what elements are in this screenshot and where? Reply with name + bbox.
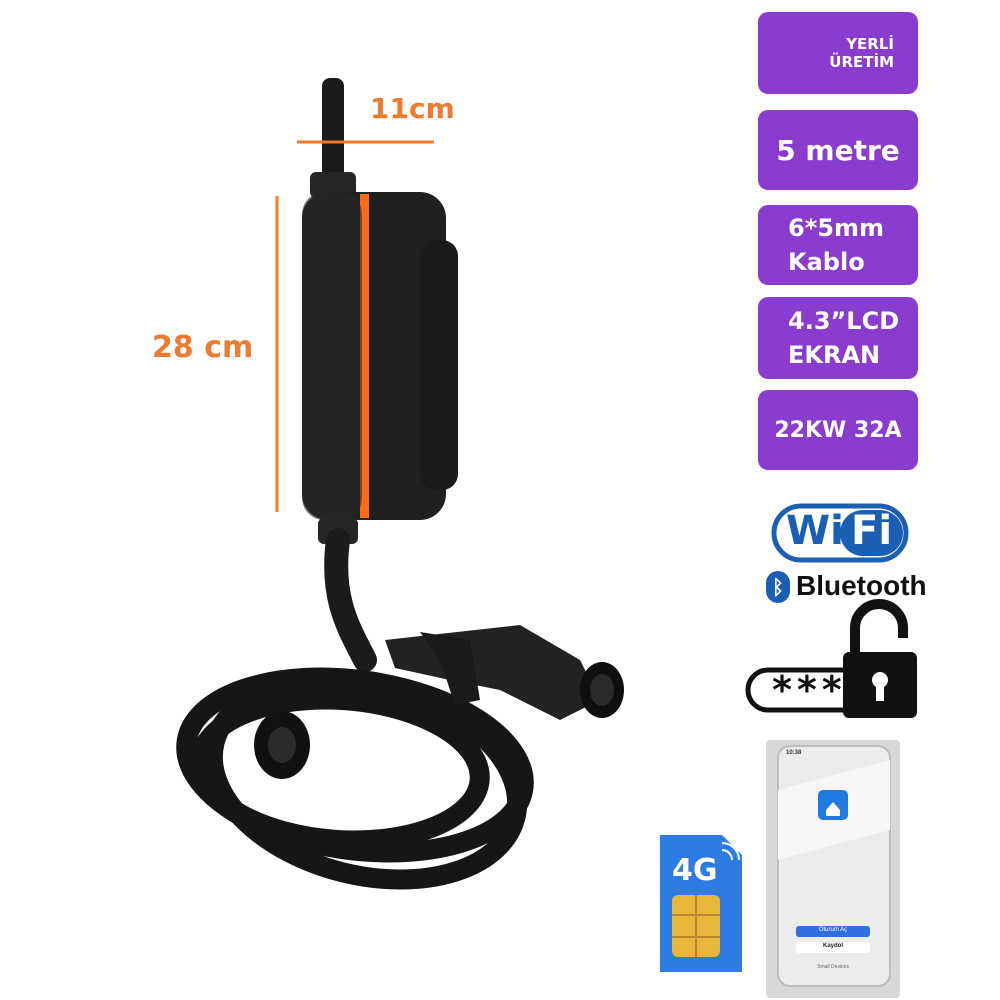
- register-button-bg: [796, 942, 870, 953]
- phone-status-time: 10:38: [786, 750, 802, 756]
- badge-lcd: 4.3”LCD EKRAN: [758, 297, 918, 379]
- badge-power-text: 22KW 32A: [774, 417, 902, 443]
- badge-cable-spec: 6*5mm Kablo: [758, 205, 918, 285]
- badge-lcd-line1: 4.3”LCD: [788, 307, 900, 335]
- charger-body: [302, 192, 458, 520]
- badge-yerli-line2: ÜRETİM: [829, 53, 894, 71]
- badge-power: 22KW 32A: [758, 390, 918, 470]
- phone-register-button[interactable]: Kaydol: [822, 943, 843, 949]
- sim-4g-label: 4G: [672, 853, 718, 888]
- password-mask: ***: [770, 668, 846, 712]
- wifi-text-right: Fi: [851, 508, 893, 554]
- badge-cable-length-text: 5 metre: [776, 133, 900, 167]
- type2-plug: [385, 625, 624, 720]
- output-cable: [324, 528, 377, 672]
- bluetooth-label: Bluetooth: [796, 570, 927, 601]
- top-cable-gland: [310, 172, 356, 198]
- sim-card-graphic: [660, 835, 742, 972]
- wifi-text-left: Wi: [786, 508, 844, 554]
- badge-cable-length: 5 metre: [758, 110, 918, 190]
- smartphone-graphic: [766, 740, 900, 998]
- input-cable: [322, 78, 344, 188]
- password-lock-graphic: [745, 599, 917, 718]
- badge-lcd-line2: EKRAN: [788, 341, 881, 369]
- orange-stripe: [360, 194, 369, 518]
- badge-yerli-line1: YERLİ: [846, 35, 894, 53]
- sign-in-button-bg: [796, 926, 870, 937]
- phone-sign-in-button[interactable]: Oturum Aç: [818, 927, 848, 933]
- phone-footer-link[interactable]: Small Devices: [817, 964, 849, 970]
- height-dimension-label: 28 cm: [152, 330, 254, 365]
- badge-yerli-uretim: YERLİ ÜRETİM: [758, 12, 918, 94]
- badge-cable-spec-line1: 6*5mm: [788, 214, 884, 242]
- badge-cable-spec-line2: Kablo: [788, 248, 865, 276]
- bluetooth-icon: ᛒ: [766, 571, 790, 603]
- width-dimension-label: 11cm: [370, 92, 455, 125]
- wifi-logo: [771, 503, 909, 563]
- coiled-cable: [176, 667, 534, 890]
